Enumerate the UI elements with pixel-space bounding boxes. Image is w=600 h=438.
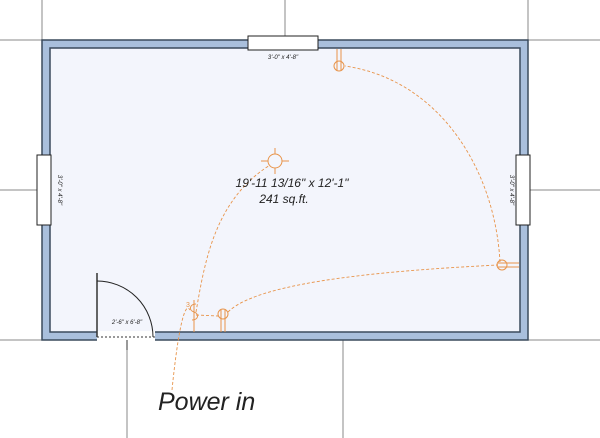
door-label: 2'-6" x 6'-8" — [111, 320, 143, 326]
switch-icon[interactable]: 3 — [186, 300, 199, 332]
window-top[interactable]: 3'-0" x 4'-8" — [247, 35, 319, 61]
window-left-label: 3'-0" x 4'-8" — [56, 175, 62, 206]
window-left[interactable]: 3'-0" x 4'-8" — [36, 154, 62, 226]
window-right-label: 3'-0" x 4'-8" — [508, 175, 514, 206]
window-right[interactable]: 3'-0" x 4'-8" — [508, 154, 531, 226]
wiring — [171, 65, 501, 391]
outlet-top-icon[interactable] — [333, 49, 345, 72]
power-in-label: Power in — [158, 388, 255, 416]
window-top-label: 3'-0" x 4'-8" — [268, 55, 299, 61]
svg-text:3: 3 — [186, 302, 190, 309]
room-area: 241 sq.ft. — [258, 192, 308, 206]
door[interactable]: 2'-6" x 6'-8" — [96, 273, 155, 350]
outlet-bottom-icon[interactable] — [217, 308, 229, 332]
ceiling-light-icon[interactable] — [261, 148, 289, 174]
outlet-right-icon[interactable] — [496, 259, 519, 271]
room-dimensions: 19'-11 13/16" x 12'-1" — [236, 176, 350, 190]
room-walls[interactable] — [41, 39, 529, 341]
